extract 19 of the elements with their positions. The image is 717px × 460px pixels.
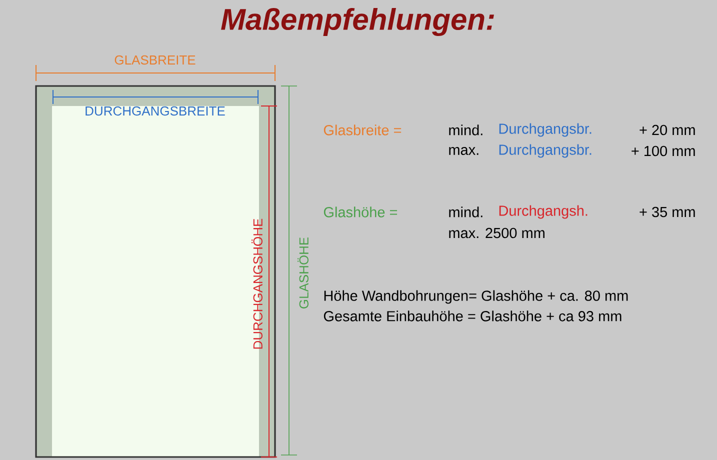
formula-term: Glasbreite = (324, 124, 402, 136)
formula-term: Durchgangsh. (499, 205, 588, 219)
title: Maßempfehlungen: (221, 8, 494, 36)
formula-term: Durchgangsbr. (499, 144, 592, 158)
formula-term: + 20 mm (640, 124, 695, 136)
dimension-label: GLASHÖHE (298, 237, 308, 308)
formula-term: max. (449, 147, 478, 155)
formula-term: mind. (449, 206, 482, 218)
formula-line: Gesamte Einbauhöhe = Glashöhe + ca 93 mm (324, 310, 622, 322)
formula-term: Durchgangsbr. (499, 123, 592, 137)
formula-term: max. 2500 mm (449, 228, 544, 238)
formula-term: + 100 mm (632, 146, 695, 156)
formula-line: Höhe Wandbohrungen= Glashöhe + ca. 80 mm (324, 290, 628, 304)
formula-term: mind. (449, 124, 482, 136)
dimension-label: GLASBREITE (114, 55, 196, 65)
dimension-label: DURCHGANGSHÖHE (252, 218, 262, 349)
formula-term: + 35 mm (640, 206, 695, 218)
dimension-label: DURCHGANGSBREITE (86, 106, 225, 116)
formula-term: Glashöhe = (324, 206, 398, 218)
